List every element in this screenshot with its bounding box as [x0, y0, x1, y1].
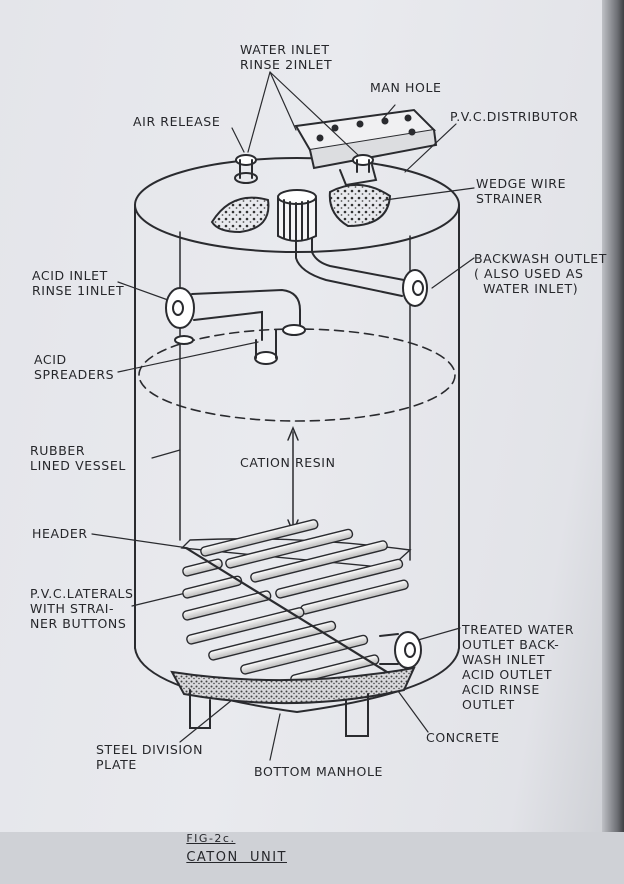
book-spine-shadow: [602, 0, 624, 832]
label-header: HEADER: [32, 526, 88, 541]
label-wedge-wire: WEDGE WIRE STRAINER: [476, 176, 567, 206]
resin-arrow: [287, 426, 299, 534]
figure-number: FIG-2c.: [186, 832, 236, 845]
support-legs: [189, 689, 369, 737]
label-pvc-laterals: P.V.C.LATERALS WITH STRAI- NER BUTTONS: [30, 586, 134, 631]
center-strainer-cylinder: [277, 189, 317, 242]
vessel-shell: [134, 157, 460, 714]
top-nozzles: [234, 154, 374, 184]
label-treated-water: TREATED WATER OUTLET BACK- WASH INLET AC…: [462, 622, 575, 712]
label-cation-resin: CATION RESIN: [240, 455, 336, 470]
backwash-pipe: [295, 237, 428, 307]
figure-title: CATON UNIT: [186, 850, 287, 865]
label-pvc-distributor: P.V.C.DISTRIBUTOR: [450, 109, 579, 124]
pvc-distributor: [294, 108, 438, 187]
label-steel-division-plate: STEEL DIVISION PLATE: [96, 742, 204, 772]
diagram-page: WATER INLET RINSE 2INLET MAN HOLE AIR RE…: [0, 0, 624, 865]
cation-unit-drawing: [91, 71, 475, 761]
label-man-hole: MAN HOLE: [370, 80, 442, 95]
label-bottom-manhole: BOTTOM MANHOLE: [254, 764, 384, 779]
label-backwash-outlet: BACKWASH OUTLET ( ALSO USED AS WATER INL…: [474, 251, 608, 296]
concrete-base: [170, 666, 416, 705]
label-acid-inlet: ACID INLET RINSE 1INLET: [32, 268, 125, 298]
left-strainer-blob: [210, 196, 270, 234]
label-concrete: CONCRETE: [426, 730, 500, 745]
label-air-release: AIR RELEASE: [133, 114, 221, 129]
label-water-inlet: WATER INLET RINSE 2INLET: [240, 42, 333, 72]
label-rubber-lined-vessel: RUBBER LINED VESSEL: [30, 443, 126, 473]
leader-lines: [91, 71, 475, 761]
label-acid-spreaders: ACID SPREADERS: [34, 352, 115, 382]
pvc-laterals: [180, 519, 412, 685]
wedge-wire-strainer: [328, 183, 392, 228]
acid-inlet-pipe: [165, 287, 306, 365]
treated-water-outlet: [379, 631, 422, 669]
figure-caption: FIG-2c. CATON UNIT: [160, 808, 287, 884]
